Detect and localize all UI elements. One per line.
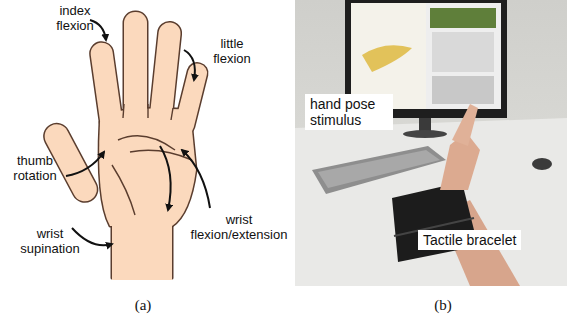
motion-label: thumb rotation — [4, 153, 66, 183]
panel-caption: (b) — [428, 298, 458, 313]
motion-label: little flexion — [203, 36, 261, 66]
panel-caption: (a) — [128, 298, 158, 313]
photo-label: hand pose stimulus — [305, 94, 393, 130]
motion-arrows — [66, 20, 210, 245]
hand-creases — [112, 104, 192, 278]
label-text: Tactile bracelet — [423, 232, 516, 248]
setup-photo — [295, 0, 567, 286]
motion-label: wrist supination — [18, 226, 82, 256]
label-text: hand pose stimulus — [310, 96, 388, 128]
hand-fill — [40, 12, 209, 280]
motion-label: index flexion — [48, 3, 102, 33]
motion-label: wrist flexion/extension — [186, 212, 292, 242]
photo-label: Tactile bracelet — [418, 230, 521, 250]
